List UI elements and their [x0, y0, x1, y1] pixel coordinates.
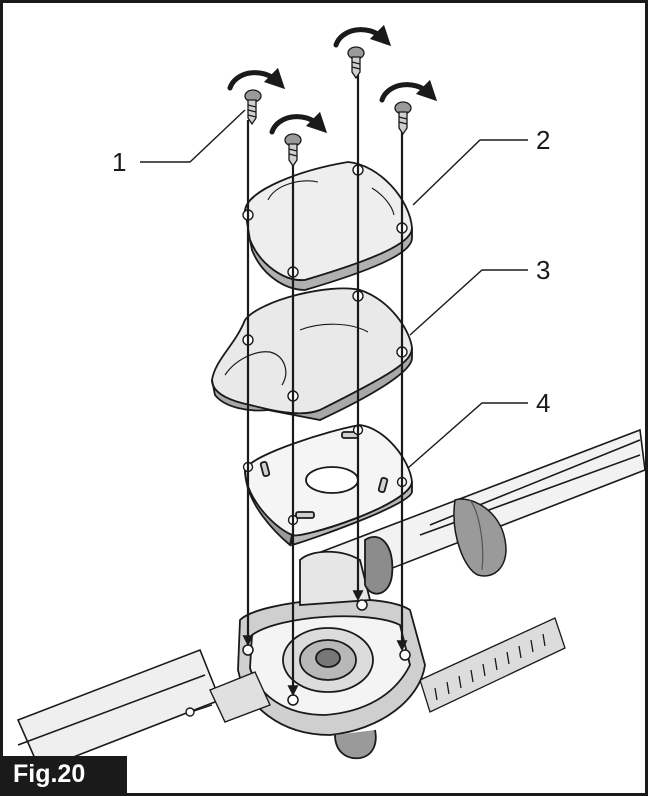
screw — [244, 89, 262, 126]
screw — [394, 101, 412, 136]
ribbed-rail — [419, 617, 566, 713]
rotation-arrow-icon — [227, 67, 286, 91]
figure-label: Fig.20 — [3, 756, 127, 793]
assembly-guide-lines — [242, 75, 408, 697]
callout-1: 1 — [112, 147, 127, 177]
screw — [284, 133, 302, 168]
callout-2: 2 — [536, 125, 551, 155]
rotation-arrow-icon — [333, 24, 392, 48]
base-plate — [244, 424, 413, 547]
rotation-arrow-icon — [269, 111, 328, 135]
base-housing — [237, 536, 426, 760]
clamp-block — [185, 671, 271, 723]
callout-4: 4 — [536, 388, 551, 418]
grip-handle — [453, 498, 507, 577]
top-cover — [244, 161, 413, 291]
middle-cover — [211, 287, 413, 421]
base-mount-holes — [242, 599, 411, 706]
callout-3: 3 — [536, 255, 551, 285]
screw — [347, 46, 365, 80]
rotation-arrow-icon — [379, 79, 438, 103]
leader-lines — [140, 109, 528, 469]
